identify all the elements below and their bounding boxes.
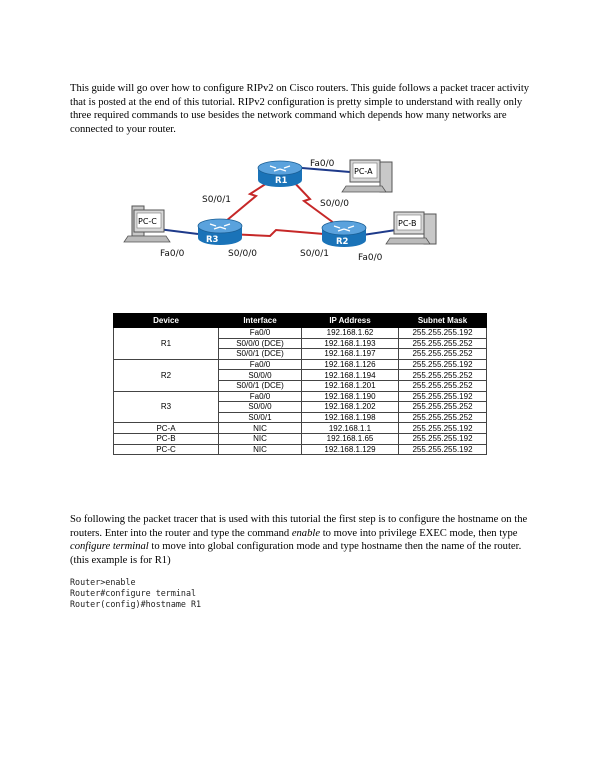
ip-cell: 192.168.1.190 (301, 390, 399, 403)
para2-text-3: to move into global configuration mode a… (70, 541, 522, 566)
table-row: S0/0/1 (DCE) 192.168.1.197 255.255.255.2… (114, 348, 487, 360)
ip-cell: 192.168.1.62 (301, 327, 399, 339)
intro-paragraph: This guide will go over how to configure… (70, 83, 530, 135)
interface-cell: S0/0/0 (218, 369, 302, 381)
mask-cell: 255.255.255.192 (398, 443, 487, 456)
link-r1-r2 (289, 177, 339, 227)
label-r1-s001: S0/0/1 (202, 195, 231, 205)
pc-b-label: PC-B (398, 219, 417, 228)
mask-cell: 255.255.255.192 (398, 432, 487, 445)
table-row: R3 Fa0/0 192.168.1.190 255.255.255.192 (113, 390, 487, 424)
interface-cell: S0/0/0 (218, 401, 302, 413)
table-row: R2 Fa0/0 192.168.1.126 255.255.255.192 (113, 358, 487, 392)
mask-cell: 255.255.255.192 (398, 358, 487, 371)
interface-cell: NIC (218, 443, 302, 456)
table-row: S0/0/0 192.168.1.194 255.255.255.252 (114, 369, 487, 381)
ip-cell: 192.168.1.193 (301, 337, 399, 350)
ip-cell: 192.168.1.201 (301, 379, 399, 392)
table-row: PC-B NIC 192.168.1.65 255.255.255.192 (113, 432, 487, 445)
label-r3-s000: S0/0/0 (228, 249, 257, 259)
lan-r1-pca (301, 167, 351, 173)
mask-cell: 255.255.255.192 (398, 422, 487, 434)
header-ip-address: IP Address (301, 313, 399, 328)
mask-cell: 255.255.255.252 (398, 379, 487, 392)
table-row: PC-C NIC 192.168.1.129 255.255.255.192 (113, 443, 487, 456)
router-r1-label: R1 (275, 176, 288, 186)
interface-cell: NIC (218, 422, 302, 434)
table-row: S0/0/1 (DCE) 192.168.1.201 255.255.255.2… (114, 379, 487, 392)
interface-cell: Fa0/0 (218, 327, 302, 339)
table-row: S0/0/0 192.168.1.202 255.255.255.252 (114, 401, 487, 413)
ip-cell: 192.168.1.197 (301, 348, 399, 360)
table-row: S0/0/1 192.168.1.198 255.255.255.252 (114, 411, 487, 424)
table-row: R1 Fa0/0 192.168.1.62 255.255.255.192 (113, 327, 487, 360)
interface-cell: S0/0/1 (DCE) (218, 379, 302, 392)
mask-cell: 255.255.255.252 (398, 369, 487, 381)
pc-a-label: PC-A (354, 167, 373, 176)
addressing-table: Device Interface IP Address Subnet Mask … (113, 313, 487, 456)
table-row: PC-A NIC 192.168.1.1 255.255.255.192 (113, 422, 487, 434)
label-r2-fa00: Fa0/0 (358, 253, 383, 263)
pc-c-icon: PC-C (123, 205, 171, 243)
pc-a-icon: PC-A (341, 159, 393, 193)
link-r1-r3 (219, 175, 279, 227)
router-r3-label: R3 (206, 235, 219, 245)
interface-cell: NIC (218, 432, 302, 445)
code-line: Router#configure terminal (70, 588, 197, 599)
interface-cell: Fa0/0 (218, 358, 302, 371)
ip-cell: 192.168.1.194 (301, 369, 399, 381)
header-device: Device (113, 313, 219, 328)
router-r2-icon: R2 (321, 220, 367, 247)
device-cell: R2 (113, 358, 219, 392)
code-block: Router>enable Router#configure terminal … (70, 577, 201, 611)
interface-cell: Fa0/0 (218, 390, 302, 403)
label-r2-s001: S0/0/1 (300, 249, 329, 259)
ip-cell: 192.168.1.202 (301, 401, 399, 413)
label-r1-fa00: Fa0/0 (310, 159, 335, 169)
mask-cell: 255.255.255.192 (398, 390, 487, 403)
ip-cell: 192.168.1.198 (301, 411, 399, 424)
mask-cell: 255.255.255.252 (398, 401, 487, 413)
code-line: Router(config)#hostname R1 (70, 599, 202, 610)
pc-c-label: PC-C (138, 217, 157, 226)
code-line: Router>enable (70, 577, 136, 587)
device-cell: PC-C (113, 443, 219, 456)
link-r3-r2 (227, 228, 325, 238)
label-r1-s000: S0/0/0 (320, 199, 349, 209)
device-cell: R1 (113, 327, 219, 360)
para2-text-1: So following the packet tracer that is u… (70, 514, 528, 539)
ip-cell: 192.168.1.1 (301, 422, 399, 434)
hostname-paragraph: So following the packet tracer that is u… (70, 513, 530, 567)
router-r1-icon: R1 (257, 160, 303, 187)
enable-command: enable (291, 527, 321, 539)
table-row: S0/0/0 (DCE) 192.168.1.193 255.255.255.2… (114, 337, 487, 350)
ip-cell: 192.168.1.126 (301, 358, 399, 371)
interface-cell: S0/0/1 (DCE) (218, 348, 302, 360)
label-r3-fa00: Fa0/0 (160, 249, 185, 259)
pc-b-icon: PC-B (385, 211, 437, 245)
interface-cell: S0/0/1 (218, 411, 302, 424)
ip-cell: 192.168.1.65 (301, 432, 399, 445)
mask-cell: 255.255.255.192 (398, 327, 487, 339)
device-cell: PC-A (113, 422, 219, 434)
header-interface: Interface (218, 313, 302, 328)
configure-terminal-command: configure terminal (70, 541, 149, 553)
network-topology-diagram: R1 R3 R2 PC-A (110, 154, 440, 266)
para2-text-2: to move into privilege EXEC mode, then t… (320, 527, 518, 539)
ip-cell: 192.168.1.129 (301, 443, 399, 456)
mask-cell: 255.255.255.252 (398, 411, 487, 424)
device-cell: PC-B (113, 432, 219, 445)
router-r3-icon: R3 (197, 218, 243, 245)
router-r2-label: R2 (336, 237, 349, 247)
interface-cell: S0/0/0 (DCE) (218, 337, 302, 350)
header-subnet-mask: Subnet Mask (398, 313, 487, 328)
mask-cell: 255.255.255.252 (398, 348, 487, 360)
device-cell: R3 (113, 390, 219, 424)
mask-cell: 255.255.255.252 (398, 337, 487, 350)
